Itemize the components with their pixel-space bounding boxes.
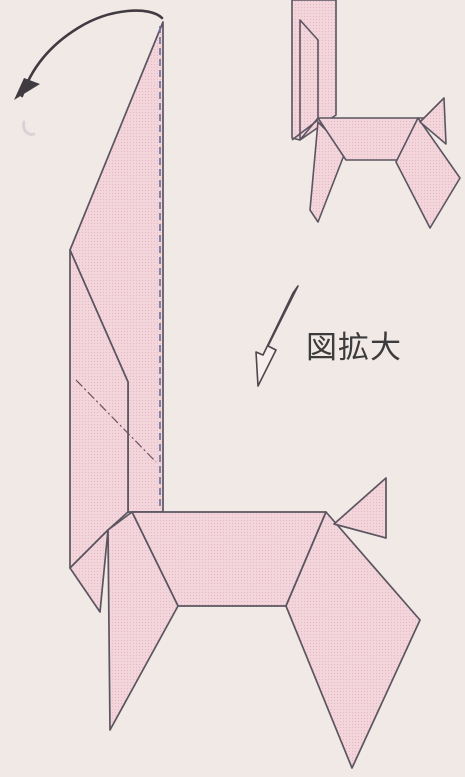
fold-arrow <box>14 9 164 100</box>
crease-line <box>75 379 157 463</box>
fold-arrow-head <box>14 78 40 100</box>
enlarged-view-label: 図拡大 <box>306 330 402 366</box>
preview-crease <box>291 119 319 141</box>
preview-ear <box>419 97 447 145</box>
neck-inner <box>69 249 129 569</box>
small-curl-mark <box>22 120 36 136</box>
main-figure <box>69 21 421 769</box>
ear <box>333 477 387 539</box>
preview-hind-leg <box>395 117 461 229</box>
neck-flap <box>69 529 109 613</box>
front-leg <box>107 511 179 731</box>
enlarge-pointer-arrow <box>255 285 299 387</box>
fold-arrow-curve <box>20 9 164 98</box>
hind-leg <box>285 511 421 769</box>
preview-figure <box>291 0 461 229</box>
